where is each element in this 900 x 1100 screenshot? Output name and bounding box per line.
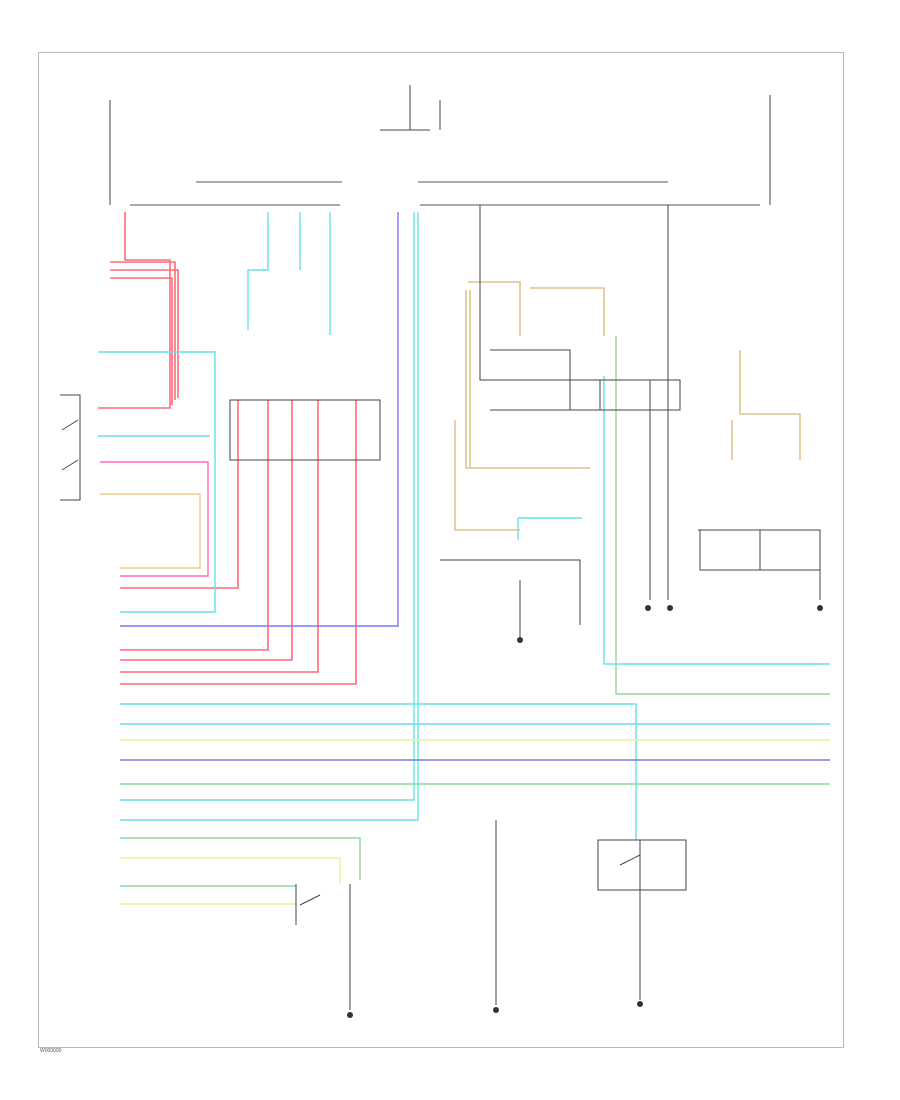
pink-wires	[100, 461, 209, 577]
orange-wires	[100, 493, 201, 569]
tan-wire-5	[454, 420, 520, 531]
cyan-wire-3	[247, 212, 269, 330]
red-wire-7	[120, 470, 293, 661]
red-wire-3	[110, 269, 179, 398]
yellow-wire-2	[120, 857, 341, 884]
pink-wire-1	[100, 461, 209, 577]
tan-wires	[454, 281, 801, 531]
red-wire-8	[120, 470, 319, 673]
tan-wire-1	[468, 281, 521, 336]
switch-symbol-3	[619, 854, 641, 866]
top-bus	[130, 181, 760, 206]
cyan-wire-6	[120, 703, 637, 840]
ground-point-3	[817, 605, 823, 611]
green-wires	[120, 336, 830, 887]
red-wire-1	[98, 212, 171, 409]
red-wire-5	[120, 460, 239, 589]
red-wire-4	[110, 277, 173, 405]
cyan-wire-12	[603, 376, 830, 665]
blue-wires	[120, 212, 830, 761]
ground-point-2	[667, 605, 673, 611]
cyan-wire-8	[120, 212, 415, 801]
green-wire-4	[615, 336, 830, 695]
green-wire-2	[120, 837, 361, 880]
switch-symbol-1	[61, 419, 79, 431]
tan-wire-6	[739, 350, 801, 460]
red-wire-2	[110, 261, 176, 400]
switch-symbol-2	[61, 459, 79, 471]
switch-symbols	[61, 419, 641, 906]
diagram-frame	[38, 52, 844, 1048]
ground-point-7	[637, 1001, 643, 1007]
ground-point-6	[493, 1007, 499, 1013]
cyan-wire-1	[98, 351, 216, 613]
tan-wire-3	[465, 290, 590, 469]
red-wire-9	[120, 470, 357, 685]
tan-wire-4	[530, 287, 605, 336]
footer-code: W000000	[40, 1048, 62, 1054]
ground-point-4	[517, 637, 523, 643]
switch-symbol-4	[299, 894, 321, 906]
red-wire-6	[120, 470, 269, 651]
cyan-wires	[98, 212, 830, 840]
yellow-wires	[120, 739, 830, 905]
red-wires	[98, 212, 357, 685]
black-wires	[60, 85, 821, 1010]
ground-point-5	[347, 1012, 353, 1018]
ground-point-1	[645, 605, 651, 611]
orange-wire-1	[100, 493, 201, 569]
cyan-wire-9	[120, 212, 419, 821]
blue-wire-1	[120, 212, 399, 627]
connector-labels	[347, 605, 823, 1018]
